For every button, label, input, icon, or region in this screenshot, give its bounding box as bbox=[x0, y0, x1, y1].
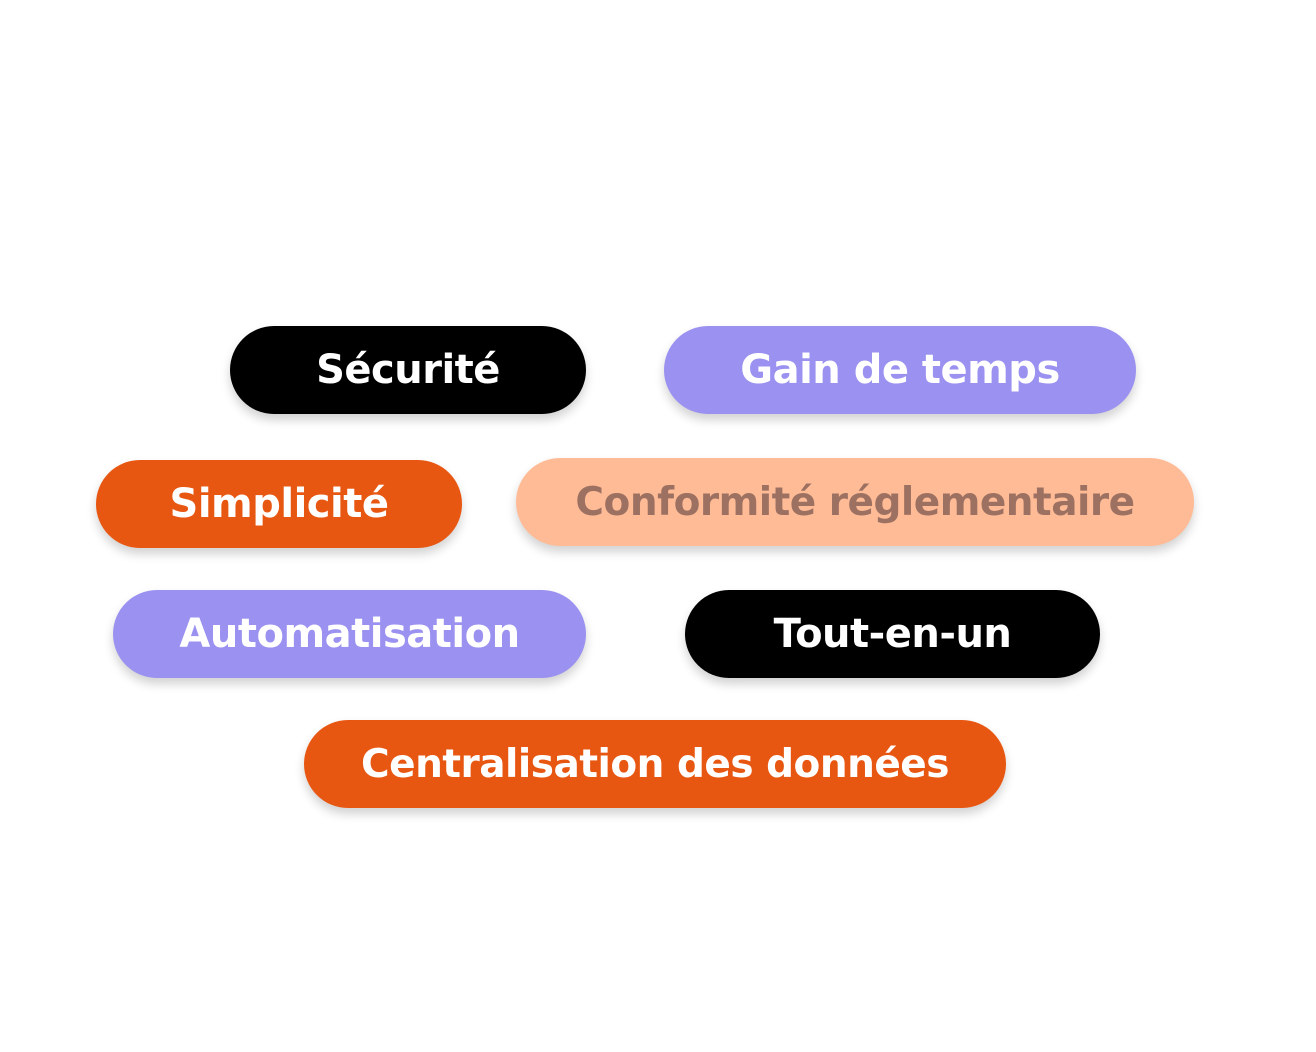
tag-automatisation: Automatisation bbox=[113, 590, 586, 678]
tag-conformite-reglementaire: Conformité réglementaire bbox=[516, 458, 1194, 546]
tag-tout-en-un: Tout-en-un bbox=[685, 590, 1100, 678]
tag-label: Simplicité bbox=[169, 481, 389, 527]
tag-label: Tout-en-un bbox=[773, 611, 1012, 657]
tag-gain-de-temps: Gain de temps bbox=[664, 326, 1136, 414]
tag-label: Sécurité bbox=[316, 347, 500, 393]
tag-simplicite: Simplicité bbox=[96, 460, 462, 548]
tag-label: Centralisation des données bbox=[361, 741, 949, 787]
tag-label: Automatisation bbox=[179, 611, 520, 657]
tag-label: Gain de temps bbox=[740, 347, 1060, 393]
tag-securite: Sécurité bbox=[230, 326, 586, 414]
tag-centralisation-des-donnees: Centralisation des données bbox=[304, 720, 1006, 808]
tag-label: Conformité réglementaire bbox=[575, 479, 1135, 525]
